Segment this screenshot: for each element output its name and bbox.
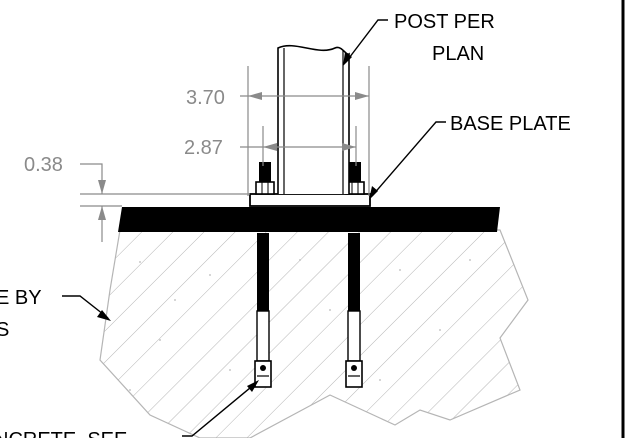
leveling-slab: [118, 207, 500, 232]
dimension-outer-width: [240, 66, 370, 196]
dimension-label-plate-thickness: 0.38: [24, 154, 63, 176]
dimension-inner-width: [240, 126, 357, 166]
label-bottom: NCRETE, SEE: [0, 429, 127, 438]
dimension-label-outer-width: 3.70: [186, 87, 225, 109]
leader-left-note: [62, 295, 111, 321]
leader-post: [343, 19, 388, 66]
label-base-plate: BASE PLATE: [450, 113, 571, 135]
dimension-label-inner-width: 2.87: [184, 137, 223, 159]
label-left-line2: S: [0, 319, 9, 341]
concrete-foundation: [99, 229, 529, 438]
label-left-line1: E BY: [0, 287, 42, 309]
anchor-bolt-right: [345, 233, 363, 388]
label-post-line2: PLAN: [432, 43, 484, 65]
leader-base-plate: [369, 121, 446, 200]
nut-left: [255, 162, 275, 195]
nut-right: [345, 162, 365, 195]
dimension-plate-thickness: [80, 163, 250, 242]
leader-bottom-note: [182, 380, 259, 437]
label-post-line1: POST PER: [394, 11, 495, 33]
base-plate: [249, 193, 371, 207]
steel-post: [277, 44, 350, 194]
anchor-bolt-left: [254, 233, 272, 388]
